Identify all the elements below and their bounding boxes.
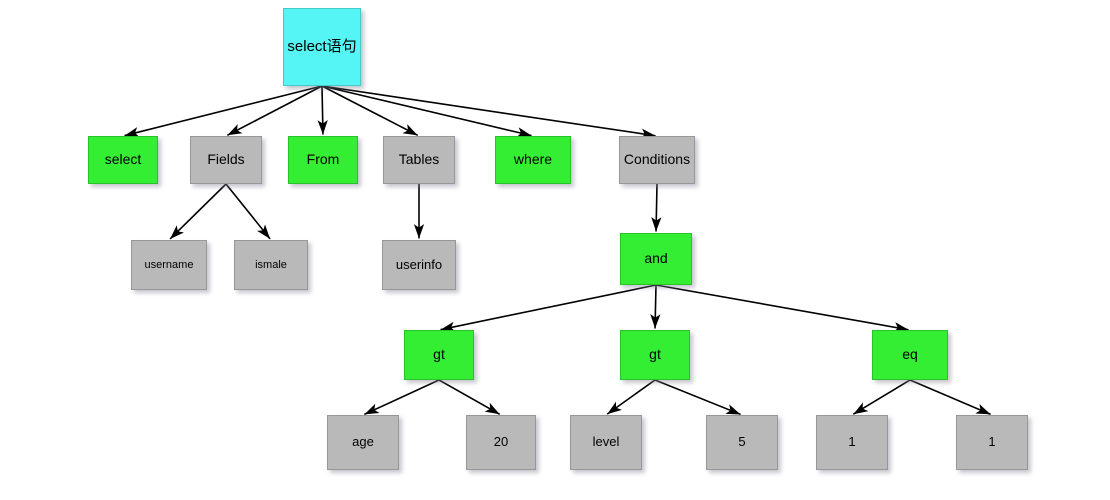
tree-node-v5[interactable]: 5	[706, 415, 778, 470]
tree-node-one1[interactable]: 1	[816, 415, 888, 470]
tree-node-age[interactable]: age	[327, 415, 399, 470]
edge-fields-to-ismale	[225, 183, 271, 240]
tree-node-level[interactable]: level	[570, 415, 642, 470]
edge-fields-to-username	[169, 183, 227, 240]
edge-gt2-to-level	[606, 379, 656, 415]
edge-and-to-eq	[655, 284, 909, 333]
tree-node-tables[interactable]: Tables	[383, 136, 455, 184]
edge-and-to-gt1	[440, 284, 657, 332]
edge-root-to-select	[124, 85, 323, 138]
edge-root-to-where	[321, 85, 532, 138]
tree-node-gt2[interactable]: gt	[620, 330, 690, 380]
tree-node-where[interactable]: where	[495, 136, 571, 184]
tree-node-v20[interactable]: 20	[466, 415, 536, 470]
edge-gt1-to-age	[364, 379, 440, 416]
edge-eq-to-one2	[909, 379, 991, 416]
tree-node-from[interactable]: From	[288, 136, 358, 184]
tree-node-and[interactable]: and	[620, 233, 692, 285]
tree-node-fields[interactable]: Fields	[190, 136, 262, 184]
edge-root-to-tables	[321, 85, 419, 137]
tree-edges	[124, 85, 991, 416]
edge-conditions-to-and	[651, 183, 662, 232]
tree-node-ismale[interactable]: ismale	[234, 240, 308, 290]
tree-node-conditions[interactable]: Conditions	[619, 136, 695, 184]
edge-gt1-to-v20	[438, 379, 501, 415]
edge-and-to-gt2	[650, 284, 661, 329]
edge-root-to-from	[317, 85, 328, 135]
tree-node-userinfo[interactable]: userinfo	[382, 240, 456, 290]
tree-node-select[interactable]: select	[88, 136, 158, 184]
tree-node-root[interactable]: select语句	[283, 8, 361, 86]
tree-node-username[interactable]: username	[131, 240, 207, 290]
tree-node-eq[interactable]: eq	[872, 330, 948, 380]
edge-root-to-fields	[226, 85, 323, 137]
edge-eq-to-one1	[852, 379, 911, 415]
edge-root-to-conditions	[321, 85, 656, 139]
tree-node-gt1[interactable]: gt	[404, 330, 474, 380]
tree-node-one2[interactable]: 1	[956, 415, 1028, 470]
edge-gt2-to-v5	[654, 379, 741, 416]
